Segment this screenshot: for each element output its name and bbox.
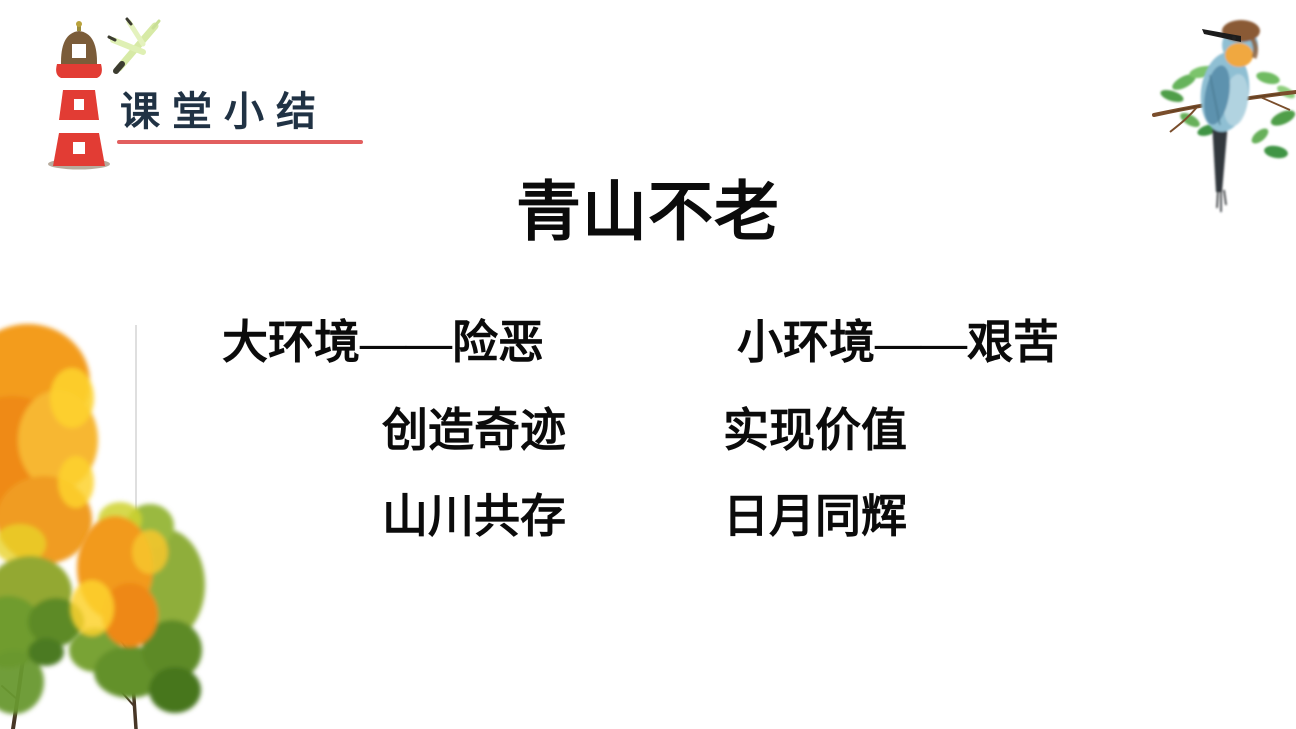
- lesson-title: 青山不老: [515, 177, 780, 249]
- big-tree-foliage: [0, 324, 98, 714]
- point-create-miracle: 创造奇迹: [382, 405, 566, 456]
- title-underline: [117, 140, 363, 144]
- point-shine-sun-moon: 日月同辉: [723, 491, 907, 542]
- point-realize-value: 实现价值: [723, 405, 907, 456]
- point-coexist-mountains: 山川共存: [382, 491, 566, 542]
- dragonfly-icon: [107, 17, 161, 74]
- point-small-environment: 小环境——艰苦: [737, 317, 1059, 368]
- bird-eye: [1232, 36, 1236, 40]
- page-title: 课堂小结: [120, 89, 328, 134]
- lighthouse-icon: [48, 21, 110, 170]
- autumn-trees-illustration: [0, 324, 205, 729]
- bird-on-branch-illustration: [1152, 20, 1296, 212]
- bird-body: [1200, 20, 1260, 212]
- beak: [1202, 29, 1241, 42]
- point-big-environment: 大环境——险恶: [222, 317, 544, 368]
- small-tree-foliage: [69, 502, 205, 713]
